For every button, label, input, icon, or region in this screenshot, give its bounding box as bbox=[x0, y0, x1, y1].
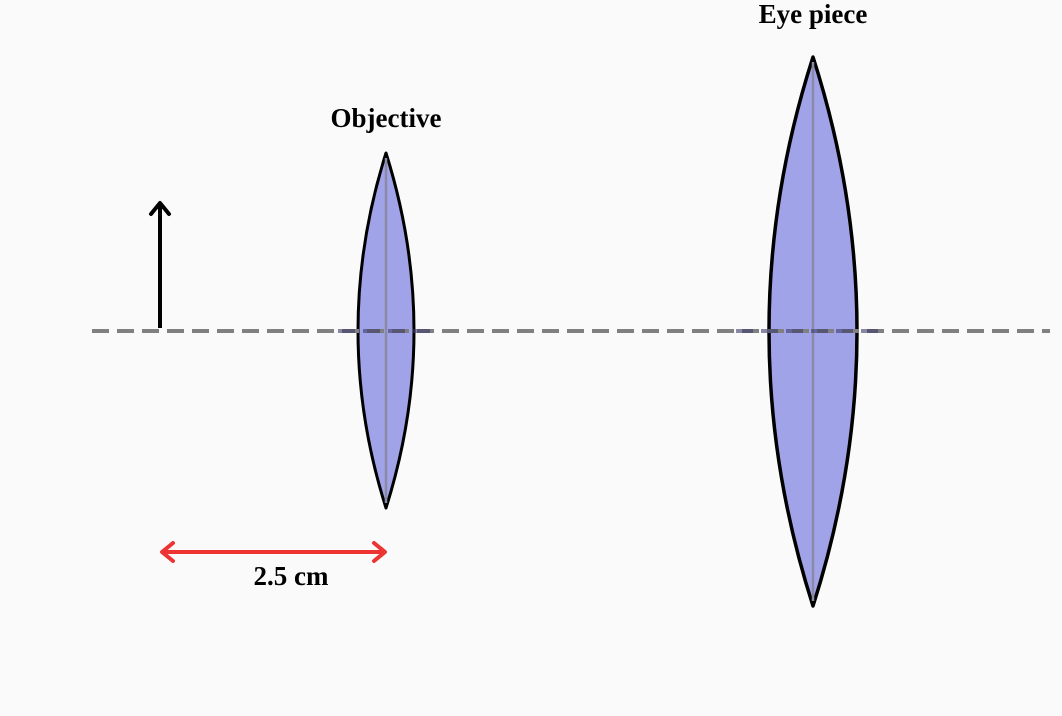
distance-measurement-arrow bbox=[160, 541, 387, 563]
object-arrow bbox=[149, 201, 171, 328]
eyepiece-label: Eye piece bbox=[759, 0, 868, 29]
distance-label: 2.5 cm bbox=[254, 561, 329, 591]
objective-label: Objective bbox=[331, 103, 442, 133]
objective-lens bbox=[356, 151, 416, 510]
